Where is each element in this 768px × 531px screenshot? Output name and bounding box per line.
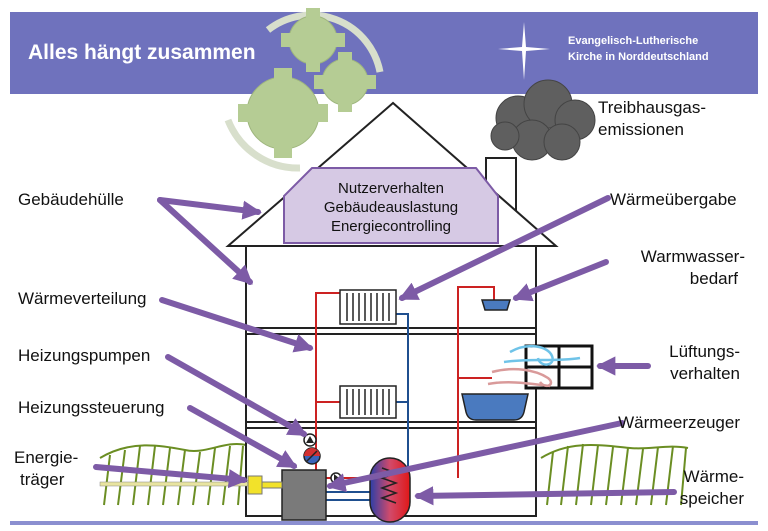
cross-logo-icon [498, 22, 550, 80]
cloud-icon [490, 79, 596, 161]
roof-box-line3: Energiecontrolling [331, 218, 451, 235]
roof-box-line2: Gebäudeauslastung [324, 199, 458, 216]
header-banner [10, 12, 758, 94]
label-waermeverteilung: Wärmeverteilung [18, 289, 147, 308]
bottom-bar [10, 521, 758, 525]
label-warmwasser-line2: bedarf [690, 269, 738, 288]
label-waermeerzeuger: Wärmeerzeuger [618, 413, 740, 432]
label-treibhausgas-line1: Treibhausgas- [598, 98, 706, 117]
heating-control-icon [303, 447, 321, 465]
sink-icon [480, 299, 512, 311]
window-icon [524, 344, 594, 390]
label-waermespeicher-line2: speicher [680, 489, 745, 508]
org-name-line1: Evangelisch-Lutherische [568, 35, 698, 47]
roof-box-line1: Nutzerverhalten [338, 180, 444, 197]
fuel-pipe [99, 475, 283, 495]
label-waermespeicher-line1: Wärme- [684, 467, 744, 486]
label-gebaeudehuelle: Gebäudehülle [18, 190, 124, 209]
roof-box [283, 167, 499, 244]
label-lueftung-line1: Lüftungs- [669, 342, 740, 361]
label-heizungspumpen: Heizungspumpen [18, 346, 150, 365]
label-waermeuebergabe: Wärmeübergabe [610, 190, 737, 209]
gears-icon [224, 8, 384, 172]
label-treibhausgas-line2: emissionen [598, 120, 684, 139]
header-title: Alles hängt zusammen [28, 41, 256, 64]
label-warmwasser-line1: Warmwasser- [641, 247, 745, 266]
label-lueftung-line2: verhalten [670, 364, 740, 383]
radiator-icon [339, 385, 397, 419]
boiler-icon [281, 469, 327, 521]
label-energietraeger-line2: träger [20, 470, 65, 489]
airflow-icon [487, 344, 581, 388]
org-name-line2: Kirche in Norddeutschland [568, 51, 709, 63]
label-heizungssteuerung: Heizungssteuerung [18, 398, 164, 417]
bathtub-icon [461, 393, 529, 421]
pointer-arrows [93, 195, 677, 506]
radiator-icon [339, 289, 397, 325]
label-energietraeger-line1: Energie- [14, 448, 78, 467]
